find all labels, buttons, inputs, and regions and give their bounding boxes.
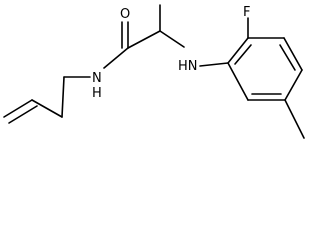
bond-ch2-ch2 (61, 76, 65, 118)
bond-vinyl-double-b (8, 105, 38, 124)
bond-vinyl-double-a (3, 99, 33, 118)
bond-ring-methyl (284, 99, 305, 139)
bond-nh-carbonyl (103, 47, 129, 69)
amide-hydrogen-label: H (92, 86, 102, 101)
oxygen-label: O (120, 7, 130, 22)
amine-label: HN (178, 59, 198, 74)
ring-bond-3-inner (279, 44, 296, 71)
ring-bond-1 (227, 37, 249, 64)
bond-carbonyl-alpha (127, 30, 161, 49)
ring-bond-1-inner (234, 44, 252, 65)
bond-vinyl-ch2 (31, 99, 63, 118)
fluorine-label: F (243, 5, 250, 20)
ring-bond-4 (284, 69, 303, 101)
bond-hn-ring (199, 62, 229, 67)
ring-bond-6 (227, 62, 249, 101)
bond-alpha-hn (159, 30, 185, 48)
structure-diagram: O F N H HN (3, 4, 305, 139)
ring-bond-3 (283, 37, 303, 71)
amide-nitrogen-label: N (92, 71, 102, 86)
